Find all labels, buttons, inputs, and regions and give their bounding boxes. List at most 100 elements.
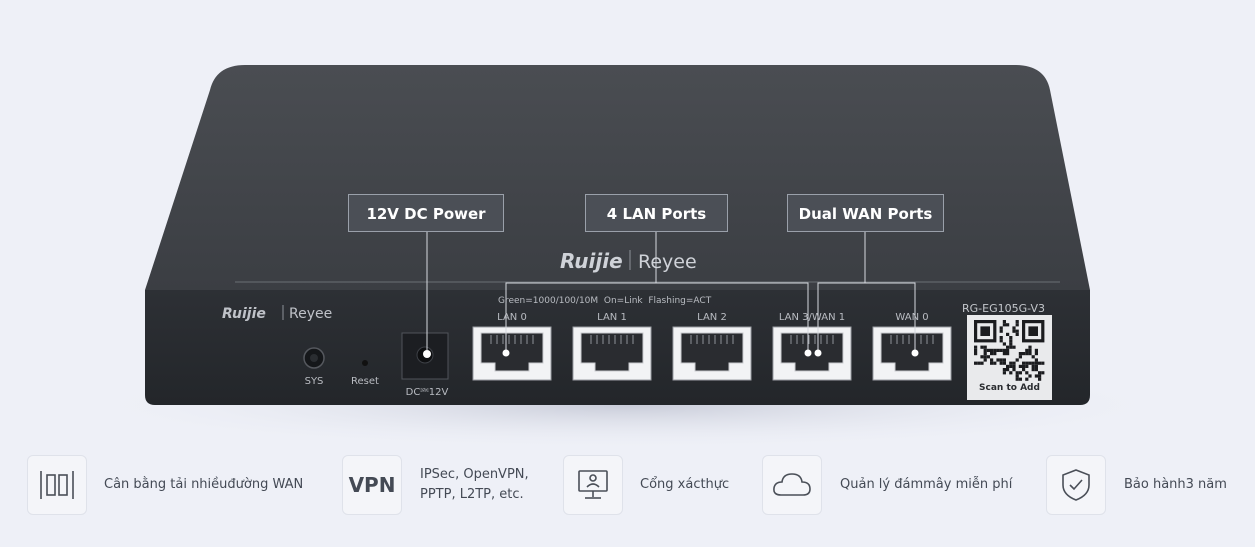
feature-load-balance-text: Cân bằng tải nhiềuđường WAN (104, 477, 304, 492)
feature-load-balance (27, 455, 87, 515)
feature-warranty-text: Bảo hành3 năm (1124, 477, 1227, 492)
ethernet-ports (472, 326, 952, 381)
feature-portal-text: Cổng xácthực (640, 477, 730, 492)
qr-module (1015, 323, 1019, 327)
reset-pinhole[interactable] (362, 360, 368, 366)
qr-module (1006, 345, 1010, 349)
qr-module (1022, 368, 1026, 372)
qr-module (1034, 364, 1038, 368)
qr-module (1028, 352, 1032, 356)
sys-label: SYS (304, 376, 324, 387)
qr-module (1022, 352, 1026, 356)
front-brand-logo: Ruijie (222, 306, 266, 322)
port-label-lan0: LAN 0 (497, 312, 527, 323)
model-label: RG-EG105G-V3 (962, 302, 1045, 315)
qr-module (1034, 361, 1038, 365)
portal-monitor-icon (578, 470, 608, 499)
callout-leader-lines (426, 232, 916, 350)
qr-module (1006, 323, 1010, 327)
qr-module (1034, 374, 1038, 378)
qr-module (1018, 371, 1022, 375)
qr-module (1025, 364, 1029, 368)
qr-module (999, 361, 1003, 365)
qr-module (1025, 377, 1029, 381)
qr-module (999, 329, 1003, 333)
qr-module (1034, 352, 1038, 356)
front-brand-reyee: Reyee (289, 306, 332, 322)
qr-module (1022, 361, 1026, 365)
qr-module (1025, 361, 1029, 365)
qr-module (990, 361, 994, 365)
feature-portal (563, 455, 623, 515)
feature-warranty (1046, 455, 1106, 515)
callout-wan-ports: Dual WAN Ports (787, 194, 944, 232)
cloud-icon (773, 473, 811, 496)
qr-module (1002, 368, 1006, 372)
qr-module (1009, 339, 1013, 343)
qr-module (996, 348, 1000, 352)
qr-module (1002, 342, 1006, 346)
qr-module (1038, 377, 1042, 381)
qr-module (1028, 345, 1032, 349)
callout-lan-ports: 4 LAN Ports (585, 194, 728, 232)
dc-callout-marker (423, 350, 431, 358)
qr-module (1002, 320, 1006, 324)
qr-module (1038, 361, 1042, 365)
qr-module (1012, 326, 1016, 330)
top-brand-reyee: Reyee (638, 251, 697, 273)
qr-module (1028, 348, 1032, 352)
feature-cloud (762, 455, 822, 515)
qr-module (1028, 374, 1032, 378)
qr-module (1006, 348, 1010, 352)
qr-module (1031, 364, 1035, 368)
qr-module (1012, 329, 1016, 333)
feature-bar: Cân bằng tải nhiềuđường WAN VPN IPSec, O… (0, 450, 1255, 520)
qr-module (990, 358, 994, 362)
qr-module (1012, 361, 1016, 365)
qr-module (986, 348, 990, 352)
qr-module (1031, 361, 1035, 365)
qr-module (1015, 371, 1019, 375)
port-label-lan1: LAN 1 (597, 312, 627, 323)
lan3-marker (804, 349, 812, 357)
qr-module (1006, 352, 1010, 356)
qr-module (1038, 371, 1042, 375)
qr-module (986, 355, 990, 359)
qr-module (1002, 371, 1006, 375)
lan0-marker (502, 349, 510, 357)
wan0-marker (911, 349, 919, 357)
sys-led-core (310, 354, 318, 362)
qr-module (983, 358, 987, 362)
qr-module (980, 361, 984, 365)
qr-module (1018, 355, 1022, 359)
qr-module (993, 352, 997, 356)
feature-cloud-text: Quản lý đámmây miễn phí (840, 477, 1013, 492)
qr-module (999, 348, 1003, 352)
qr-module (1012, 345, 1016, 349)
load-balance-icon (40, 471, 74, 499)
qr-module (983, 355, 987, 359)
qr-module (977, 361, 981, 365)
feature-vpn-line1: IPSec, OpenVPN, (420, 467, 529, 482)
qr-module (993, 348, 997, 352)
qr-module (1031, 368, 1035, 372)
device-top-face (145, 65, 1090, 290)
qr-module (1015, 332, 1019, 336)
qr-module (1028, 361, 1032, 365)
feature-vpn-text: IPSec, OpenVPN, PPTP, L2TP, etc. (420, 465, 529, 505)
port-label-lan2: LAN 2 (697, 312, 727, 323)
qr-module (993, 361, 997, 365)
qr-module (1025, 348, 1029, 352)
qr-module (1006, 364, 1010, 368)
qr-module (974, 348, 978, 352)
qr-module (996, 358, 1000, 362)
qr-module (1012, 364, 1016, 368)
qr-module (974, 352, 978, 356)
qr-module (1015, 320, 1019, 324)
qr-finder (980, 326, 990, 336)
qr-module (999, 339, 1003, 343)
qr-module (1034, 348, 1038, 352)
reset-label: Reset (351, 376, 379, 387)
